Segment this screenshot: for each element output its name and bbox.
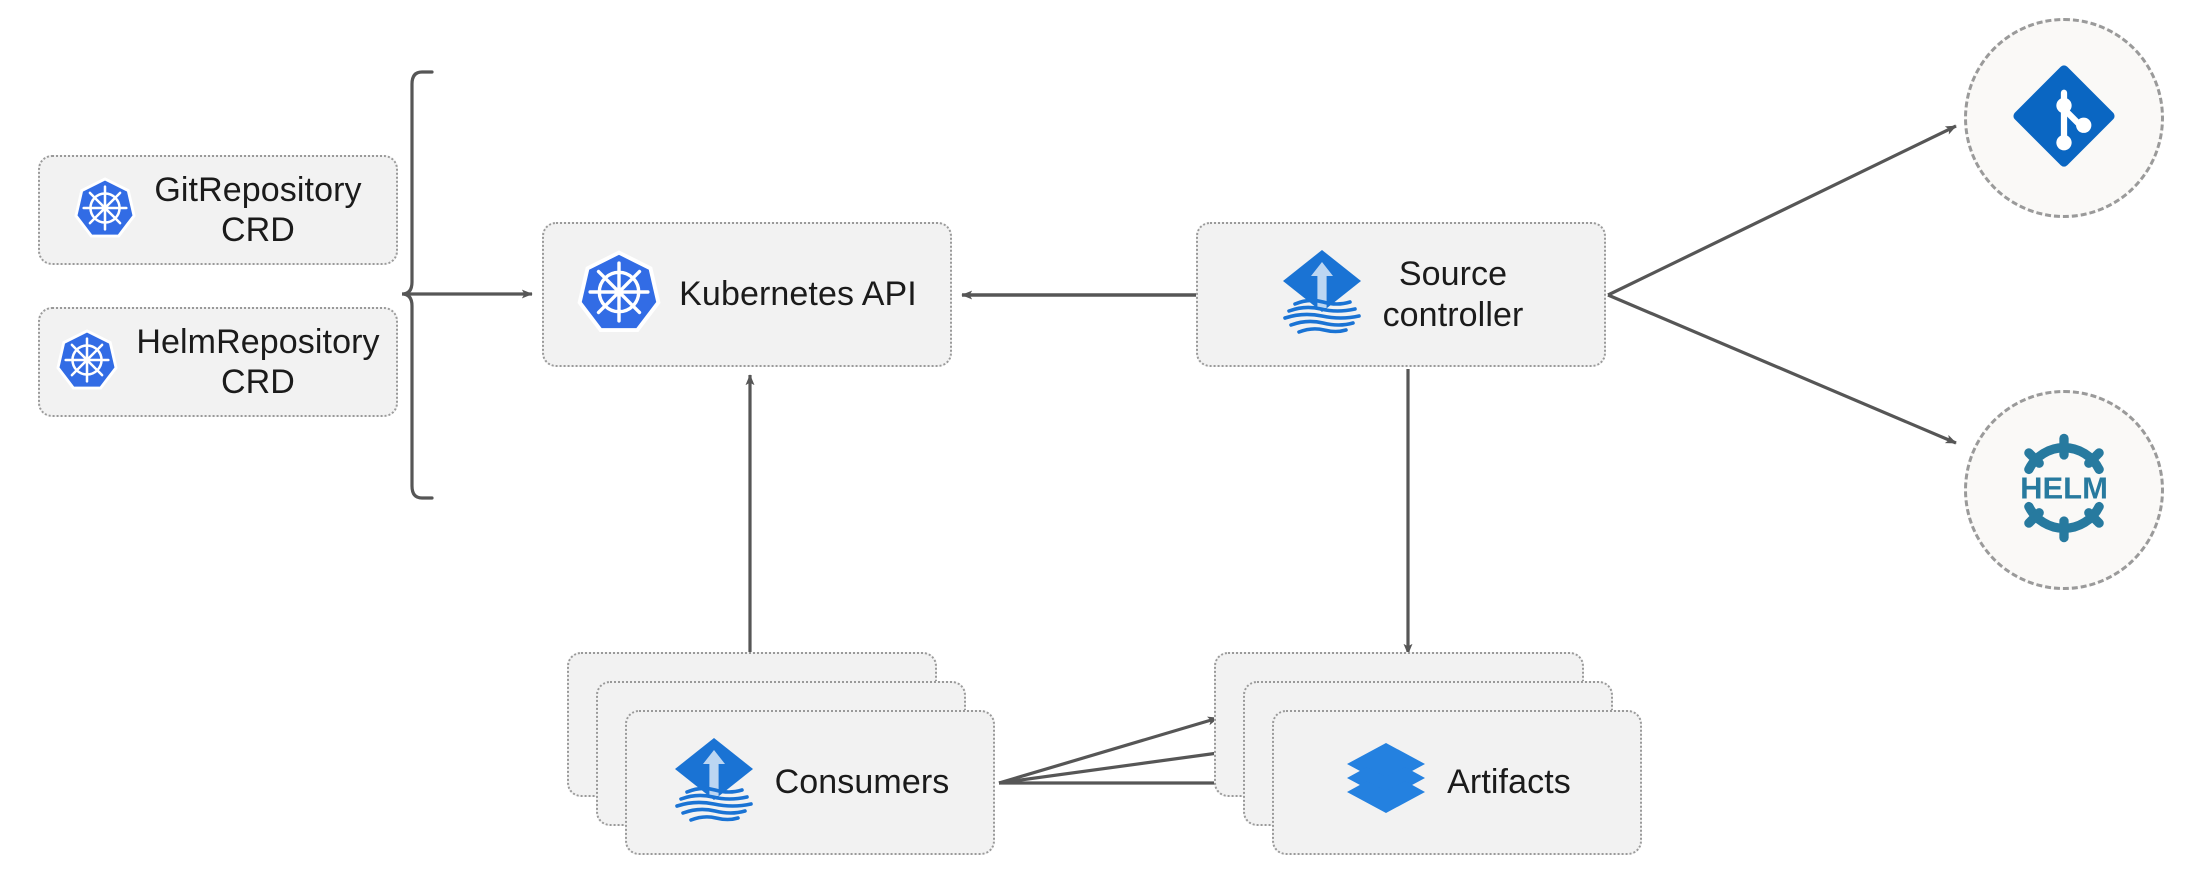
circle-helm-source[interactable]: HELM bbox=[1964, 390, 2164, 590]
git-icon bbox=[2006, 58, 2122, 179]
node-label: Artifacts bbox=[1447, 763, 1571, 802]
flux-icon bbox=[1279, 244, 1365, 345]
node-helm-repository-crd[interactable]: HelmRepository CRD bbox=[38, 307, 398, 417]
node-label: HelmRepository CRD bbox=[136, 322, 380, 401]
edge-source-controller-to-git bbox=[1607, 124, 1957, 297]
helm-wordmark: HELM bbox=[2020, 470, 2108, 505]
kubernetes-icon bbox=[56, 328, 118, 396]
node-label: Kubernetes API bbox=[679, 275, 917, 314]
edge-consumers-to-artifacts-2 bbox=[998, 746, 1241, 785]
edge-consumers-to-artifacts-1 bbox=[998, 716, 1219, 785]
node-source-controller[interactable]: Source controller bbox=[1196, 222, 1606, 367]
edge-source-controller-to-helm bbox=[1607, 293, 1957, 445]
node-kubernetes-api[interactable]: Kubernetes API bbox=[542, 222, 952, 367]
artifacts-icon bbox=[1343, 737, 1429, 828]
flux-icon bbox=[671, 732, 757, 833]
node-git-repository-crd[interactable]: GitRepository CRD bbox=[38, 155, 398, 265]
node-label: GitRepository CRD bbox=[154, 170, 362, 249]
node-consumers[interactable]: Consumers bbox=[625, 710, 995, 855]
node-label: Source controller bbox=[1382, 255, 1524, 334]
node-label: Consumers bbox=[774, 763, 950, 802]
kubernetes-icon bbox=[577, 250, 661, 339]
crd-bracket bbox=[401, 70, 434, 500]
circle-git-source[interactable] bbox=[1964, 18, 2164, 218]
helm-icon: HELM bbox=[2002, 426, 2126, 555]
kubernetes-icon bbox=[74, 176, 136, 244]
node-artifacts[interactable]: Artifacts bbox=[1272, 710, 1642, 855]
